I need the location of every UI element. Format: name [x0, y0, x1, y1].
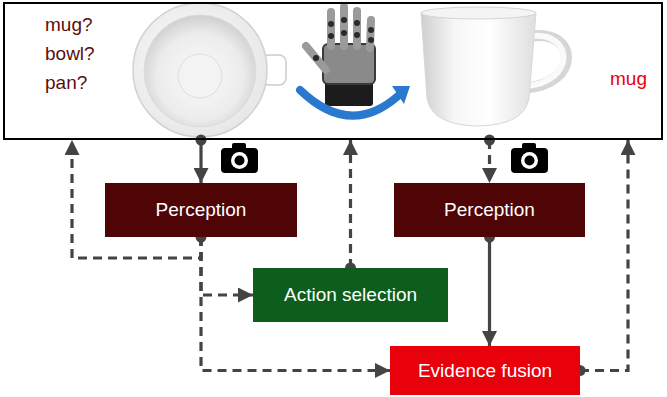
process-box: Perception	[394, 183, 585, 237]
flow-arrow	[580, 140, 628, 371]
scene-band: mug? bowl? pan? mug	[3, 2, 663, 140]
mug-side-view	[421, 7, 567, 126]
process-box: Perception	[105, 183, 297, 237]
box-label: Perception	[156, 199, 247, 221]
process-box: Action selection	[253, 268, 448, 322]
box-label: Action selection	[284, 284, 417, 306]
result-label: mug	[610, 64, 647, 93]
camera-icon	[511, 143, 548, 173]
box-label: Perception	[444, 199, 535, 221]
process-box: Evidence fusion	[390, 346, 580, 395]
flow-arrow	[349, 140, 352, 268]
connector-dot	[484, 135, 495, 146]
camera-icon	[221, 143, 258, 173]
candidate-labels: mug? bowl? pan?	[45, 10, 95, 97]
box-label: Evidence fusion	[418, 360, 552, 382]
cup-top-view	[133, 3, 286, 137]
flow-arrow	[199, 140, 202, 183]
flow-arrow	[488, 237, 491, 346]
flow-arrow	[488, 140, 491, 183]
connector-dot	[196, 135, 207, 146]
flow-arrow	[201, 237, 253, 295]
robot-hand	[300, 7, 410, 116]
